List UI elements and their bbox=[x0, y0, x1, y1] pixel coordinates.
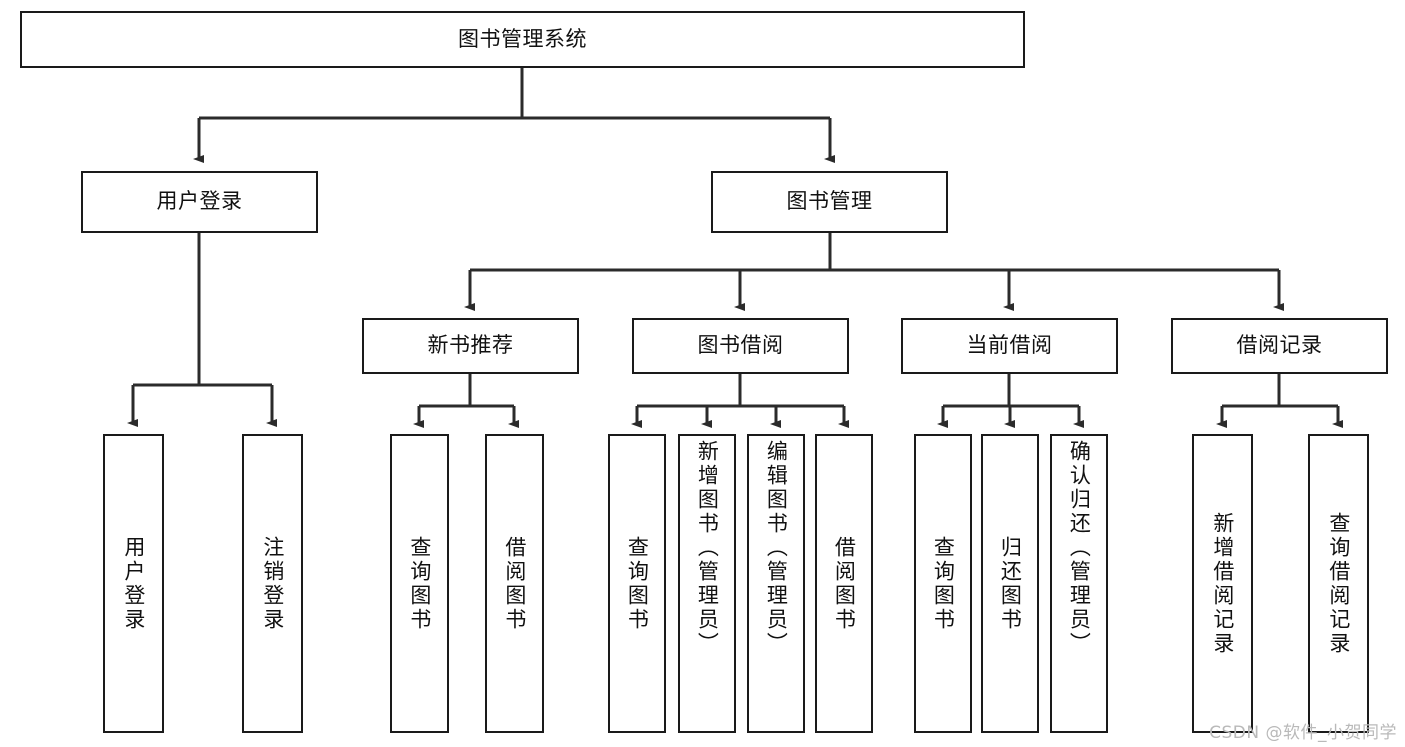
node-book-management[interactable]: 图书管理 bbox=[711, 171, 948, 233]
leaf-label: 查询借阅记录 bbox=[1326, 511, 1351, 656]
leaf-label: 用户登录 bbox=[121, 535, 146, 632]
node-leaf-borrow-books-1[interactable]: 借阅图书 bbox=[485, 434, 544, 733]
leaf-label: 借阅图书 bbox=[502, 535, 527, 632]
node-leaf-add-borrow-record[interactable]: 新增借阅记录 bbox=[1192, 434, 1253, 733]
node-leaf-confirm-return-admin[interactable]: 确认归还（管理员） bbox=[1050, 434, 1108, 733]
leaf-label: 注销登录 bbox=[260, 535, 285, 632]
leaf-label: 新增借阅记录 bbox=[1210, 511, 1235, 656]
leaf-label: 查询图书 bbox=[407, 535, 432, 632]
node-root[interactable]: 图书管理系统 bbox=[20, 11, 1025, 68]
node-leaf-return-books[interactable]: 归还图书 bbox=[981, 434, 1039, 733]
node-book-borrow[interactable]: 图书借阅 bbox=[632, 318, 849, 374]
node-leaf-add-book-admin[interactable]: 新增图书（管理员） bbox=[678, 434, 736, 733]
node-user-login[interactable]: 用户登录 bbox=[81, 171, 318, 233]
leaf-label: 确认归还（管理员） bbox=[1067, 440, 1092, 656]
node-current-borrow[interactable]: 当前借阅 bbox=[901, 318, 1118, 374]
node-leaf-query-books-1[interactable]: 查询图书 bbox=[390, 434, 449, 733]
node-leaf-query-books-2[interactable]: 查询图书 bbox=[608, 434, 666, 733]
node-leaf-user-login[interactable]: 用户登录 bbox=[103, 434, 164, 733]
node-borrow-records[interactable]: 借阅记录 bbox=[1171, 318, 1388, 374]
leaf-label: 借阅图书 bbox=[832, 535, 857, 632]
watermark-text: CSDN @软件_小贺同学 bbox=[1209, 723, 1397, 743]
leaf-label: 编辑图书（管理员） bbox=[764, 440, 789, 656]
leaf-label: 新增图书（管理员） bbox=[695, 440, 720, 656]
node-leaf-query-books-3[interactable]: 查询图书 bbox=[914, 434, 972, 733]
node-leaf-edit-book-admin[interactable]: 编辑图书（管理员） bbox=[747, 434, 805, 733]
node-leaf-user-logout[interactable]: 注销登录 bbox=[242, 434, 303, 733]
leaf-label: 查询图书 bbox=[625, 535, 650, 632]
node-new-book-recommend[interactable]: 新书推荐 bbox=[362, 318, 579, 374]
leaf-label: 查询图书 bbox=[931, 535, 956, 632]
leaf-label: 归还图书 bbox=[998, 535, 1023, 632]
node-leaf-query-borrow-record[interactable]: 查询借阅记录 bbox=[1308, 434, 1369, 733]
node-leaf-borrow-books-2[interactable]: 借阅图书 bbox=[815, 434, 873, 733]
